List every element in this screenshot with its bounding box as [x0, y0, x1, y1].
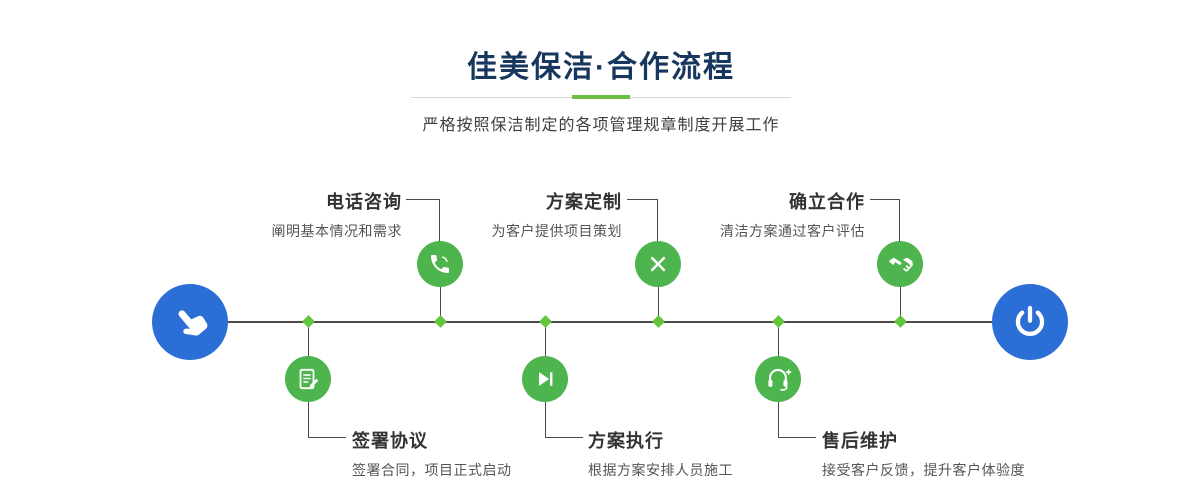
- step-label-aftersales: 售后维护 接受客户反馈，提升客户体验度: [822, 427, 1062, 480]
- step-node-execution: [522, 356, 568, 402]
- step-node-contract: [285, 356, 331, 402]
- junction-diamond: [894, 315, 907, 328]
- step-desc: 清洁方案通过客户评估: [720, 223, 865, 239]
- step-label-contract: 签署协议 签署合同，项目正式启动: [352, 427, 582, 480]
- timeline-line: [190, 321, 1030, 323]
- step-label-design: 方案定制 为客户提供项目策划: [450, 188, 622, 241]
- design-tools-icon: [650, 256, 666, 272]
- step-desc: 阐明基本情况和需求: [271, 223, 402, 239]
- connector-vertical: [900, 264, 901, 322]
- connector-elbow: [870, 199, 900, 241]
- junction-diamond: [539, 315, 552, 328]
- contract-icon: [299, 368, 319, 390]
- step-label-execution: 方案执行 根据方案安排人员施工: [588, 427, 818, 480]
- step-node-cooperation: [877, 241, 923, 287]
- step-node-aftersales: [755, 356, 801, 402]
- connector-elbow: [308, 402, 346, 438]
- step-node-phone: [417, 241, 463, 287]
- connector-elbow: [627, 199, 658, 241]
- junction-diamond: [772, 315, 785, 328]
- headset-support-icon: [767, 368, 791, 391]
- phone-icon: [431, 255, 449, 273]
- handshake-icon: [888, 257, 913, 272]
- hand-pointer-icon: [178, 310, 208, 336]
- step-label-cooperation: 确立合作 清洁方案通过客户评估: [693, 188, 865, 241]
- step-desc: 接受客户反馈，提升客户体验度: [822, 462, 1025, 478]
- timeline-start-node: [152, 284, 228, 360]
- step-node-design: [635, 241, 681, 287]
- step-label-phone: 电话咨询 阐明基本情况和需求: [230, 188, 402, 241]
- timeline-end-node: [992, 284, 1068, 360]
- connector-elbow: [406, 199, 440, 241]
- junction-diamond: [302, 315, 315, 328]
- step-title: 方案定制: [546, 192, 622, 212]
- connector-elbow: [545, 402, 583, 438]
- step-desc: 根据方案安排人员施工: [588, 462, 733, 478]
- step-title: 售后维护: [822, 431, 898, 451]
- connector-vertical: [658, 264, 659, 322]
- step-title: 签署协议: [352, 431, 428, 451]
- power-icon: [1015, 305, 1045, 336]
- step-title: 电话咨询: [326, 192, 402, 212]
- step-title: 方案执行: [588, 431, 664, 451]
- step-title: 确立合作: [789, 192, 865, 212]
- connector-elbow: [778, 402, 816, 438]
- connector-vertical: [440, 264, 441, 322]
- step-desc: 签署合同，项目正式启动: [352, 462, 512, 478]
- page-subtitle: 严格按照保洁制定的各项管理规章制度开展工作: [422, 117, 780, 134]
- step-desc: 为客户提供项目策划: [491, 223, 622, 239]
- connector-vertical: [778, 322, 779, 379]
- play-execute-icon: [539, 372, 553, 386]
- connector-vertical: [308, 322, 309, 379]
- connector-vertical: [545, 322, 546, 379]
- junction-diamond: [652, 315, 665, 328]
- junction-diamond: [434, 315, 447, 328]
- title-divider-accent: [572, 95, 630, 99]
- page-title: 佳美保洁·合作流程: [467, 51, 735, 84]
